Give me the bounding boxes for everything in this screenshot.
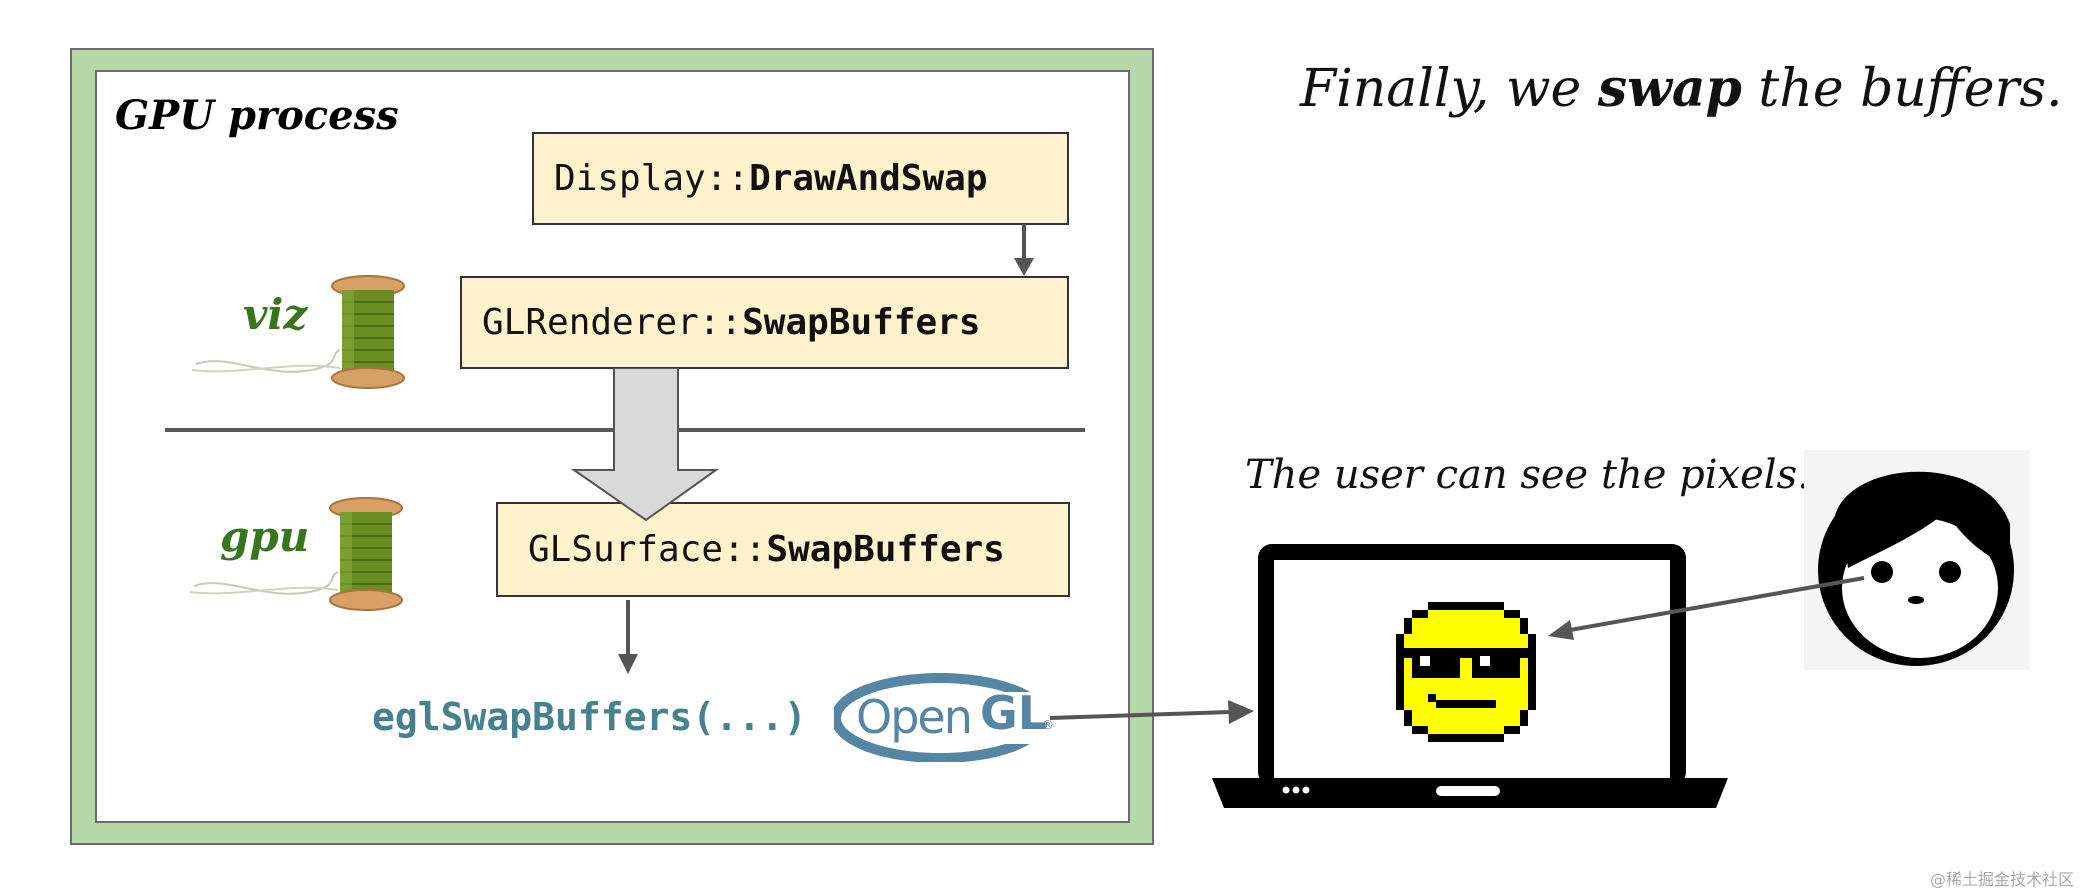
opengl-logo-icon: Open GL ® xyxy=(834,672,1054,762)
thread-label-viz: viz xyxy=(243,290,308,339)
arrow-opengl-to-laptop xyxy=(1049,700,1254,724)
arrow-surface-to-egl xyxy=(618,600,638,674)
watermark: @稀土掘金技术社区 xyxy=(1930,870,2075,889)
opengl-logo-reg: ® xyxy=(1042,718,1054,732)
user-face-icon xyxy=(1804,450,2030,670)
display-draw-and-swap-box: Display::DrawAndSwap xyxy=(532,132,1069,225)
block-arrow-renderer-to-surface xyxy=(570,368,720,522)
user-caption: The user can see the pixels. xyxy=(1245,452,1810,498)
glsurface-swap-buffers-box: GLSurface::SwapBuffers xyxy=(496,502,1070,597)
headline-post: the buffers. xyxy=(1741,59,2063,119)
arrow-user-to-screen xyxy=(1548,576,1865,640)
glrenderer-method: SwapBuffers xyxy=(742,302,981,343)
thread-spool-icon xyxy=(189,497,403,611)
opengl-logo-open: Open xyxy=(856,690,973,744)
opengl-logo-gl: GL xyxy=(980,686,1048,740)
egl-swap-buffers-call: eglSwapBuffers(...) xyxy=(372,695,807,739)
headline-bold: swap xyxy=(1597,58,1742,119)
glrenderer-prefix: GLRenderer:: xyxy=(482,302,743,343)
display-prefix: Display:: xyxy=(554,158,750,199)
slide-headline: Finally, we swap the buffers. xyxy=(1300,58,2063,119)
gpu-process-title: GPU process xyxy=(115,92,399,139)
display-method: DrawAndSwap xyxy=(749,158,988,199)
headline-pre: Finally, we xyxy=(1300,59,1598,119)
glsurface-prefix: GLSurface:: xyxy=(528,529,767,570)
glsurface-method: SwapBuffers xyxy=(766,529,1005,570)
thread-label-gpu: gpu xyxy=(220,512,310,561)
pixel-smiley-icon xyxy=(1396,602,1536,742)
arrow-display-to-renderer xyxy=(1014,224,1034,276)
glrenderer-swap-buffers-box: GLRenderer::SwapBuffers xyxy=(460,276,1069,369)
thread-spool-icon xyxy=(191,275,405,389)
